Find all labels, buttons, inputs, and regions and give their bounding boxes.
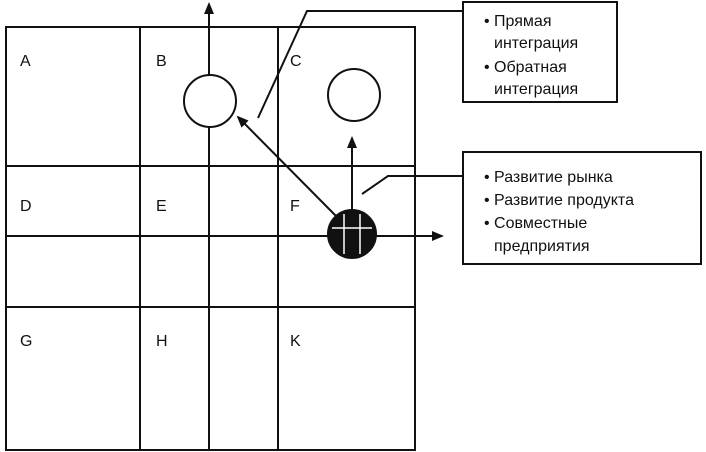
arrow-to-b [236, 115, 337, 217]
cell-label-g: G [20, 333, 32, 350]
cell-label-k: K [290, 333, 301, 350]
axes [6, 2, 444, 450]
integration-note-line: • Прямая [484, 13, 552, 30]
integration-note-line: интеграция [494, 35, 578, 52]
cell-label-h: H [156, 333, 168, 350]
cell-label-f: F [290, 198, 300, 215]
growth-note-line: предприятия [494, 238, 590, 255]
cell-label-c: C [290, 53, 302, 70]
integration-leader-line [257, 10, 463, 119]
integration-note-line: интеграция [494, 81, 578, 98]
growth-leader-line [361, 175, 463, 195]
integration-note-line: • Обратная [484, 59, 567, 76]
target-position-c [327, 68, 381, 122]
matrix-grid [5, 26, 416, 451]
cell-label-d: D [20, 198, 32, 215]
growth-note: • Развитие рынка • Развитие продукта • С… [462, 151, 702, 265]
growth-note-box [462, 151, 702, 265]
cell-label-b: B [156, 53, 167, 70]
matrix-border [5, 26, 416, 451]
growth-note-line: • Развитие продукта [484, 192, 634, 209]
leader-lines [257, 10, 463, 195]
integration-note-box [462, 1, 618, 103]
growth-note-line: • Развитие рынка [484, 169, 613, 186]
target-position-b [183, 74, 237, 128]
integration-note: • Прямая интеграция • Обратная интеграци… [462, 1, 618, 103]
current-position-marker [327, 209, 377, 259]
cell-label-a: A [20, 53, 31, 70]
cell-label-e: E [156, 198, 167, 215]
target-positions [183, 68, 381, 128]
growth-note-line: • Совместные [484, 215, 587, 232]
current-position [236, 115, 377, 259]
cell-labels: A B C D E F G H K [20, 53, 302, 350]
